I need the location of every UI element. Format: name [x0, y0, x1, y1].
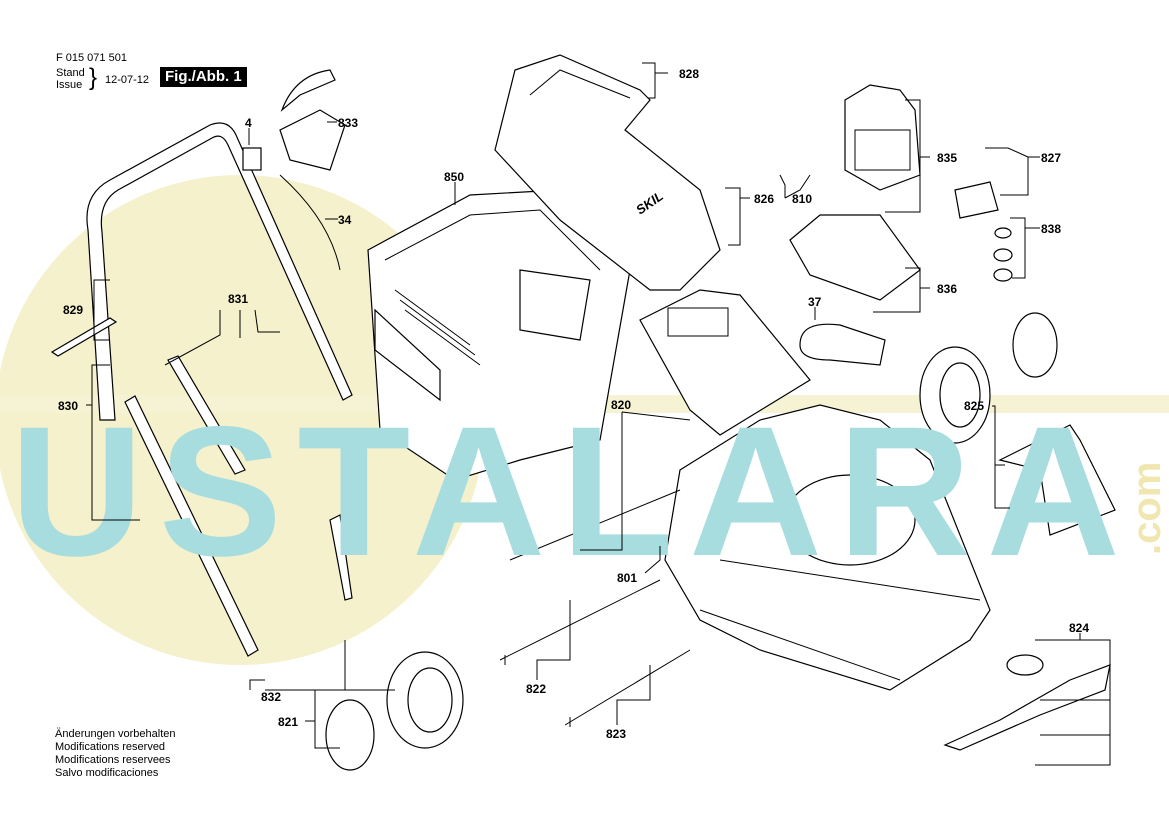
label-821: 821	[278, 715, 298, 729]
label-823: 823	[606, 727, 626, 741]
label-34: 34	[338, 213, 352, 227]
stand-issue-label: Stand Issue	[56, 67, 85, 91]
label-830: 830	[58, 399, 78, 413]
motor-cover: SKIL	[494, 54, 721, 291]
label-826: 826	[754, 192, 774, 206]
modification-notes: Änderungen vorbehalten Modifications res…	[55, 728, 175, 780]
label-835: 835	[937, 151, 957, 165]
grass-box-850	[367, 189, 631, 481]
label-824: 824	[1069, 621, 1089, 635]
label-829: 829	[63, 303, 83, 317]
label-820: 820	[611, 398, 631, 412]
brace-symbol: }	[89, 64, 98, 91]
note-de: Änderungen vorbehalten	[55, 728, 176, 740]
label-832: 832	[261, 690, 281, 704]
axles	[499, 489, 691, 727]
label-833: 833	[338, 116, 358, 130]
part-number: F 015 071 501	[56, 52, 127, 64]
leader-lines	[86, 62, 1111, 766]
watermark-circle	[0, 175, 485, 665]
small-parts	[50, 69, 1013, 357]
label-827: 827	[1041, 151, 1061, 165]
label-836: 836	[937, 282, 957, 296]
motor-835	[789, 84, 921, 301]
control-panel	[639, 289, 811, 436]
label-825: 825	[964, 399, 984, 413]
watermark: USTALARA .com	[10, 389, 1169, 595]
label-822: 822	[526, 682, 546, 696]
blade-adapter	[1006, 654, 1044, 676]
label-801: 801	[617, 571, 637, 585]
stand-label: Stand	[56, 67, 85, 79]
figure-label: Fig./Abb. 1	[160, 67, 247, 87]
issue-label: Issue	[56, 79, 83, 91]
note-es: Salvo modificaciones	[55, 767, 159, 779]
label-37: 37	[808, 295, 822, 309]
label-810: 810	[792, 192, 812, 206]
note-en: Modifications reserved	[55, 741, 166, 753]
label-838: 838	[1041, 222, 1061, 236]
rear-flap-825	[998, 424, 1116, 536]
watermark-suffix: .com	[1125, 462, 1169, 555]
blade-824	[943, 664, 1111, 751]
label-831: 831	[228, 292, 248, 306]
wheel-rear-left-821	[325, 651, 464, 771]
handle-832	[86, 122, 353, 657]
label-4: 4	[245, 116, 252, 130]
label-828: 828	[679, 67, 699, 81]
deck-801	[664, 404, 991, 691]
wheel-front-right	[919, 312, 1058, 444]
belt-37	[799, 323, 886, 366]
note-fr: Modifications reservees	[55, 754, 171, 766]
issue-date: 12-07-12	[105, 74, 150, 86]
watermark-text: USTALARA	[10, 389, 1120, 595]
label-850: 850	[444, 170, 464, 184]
